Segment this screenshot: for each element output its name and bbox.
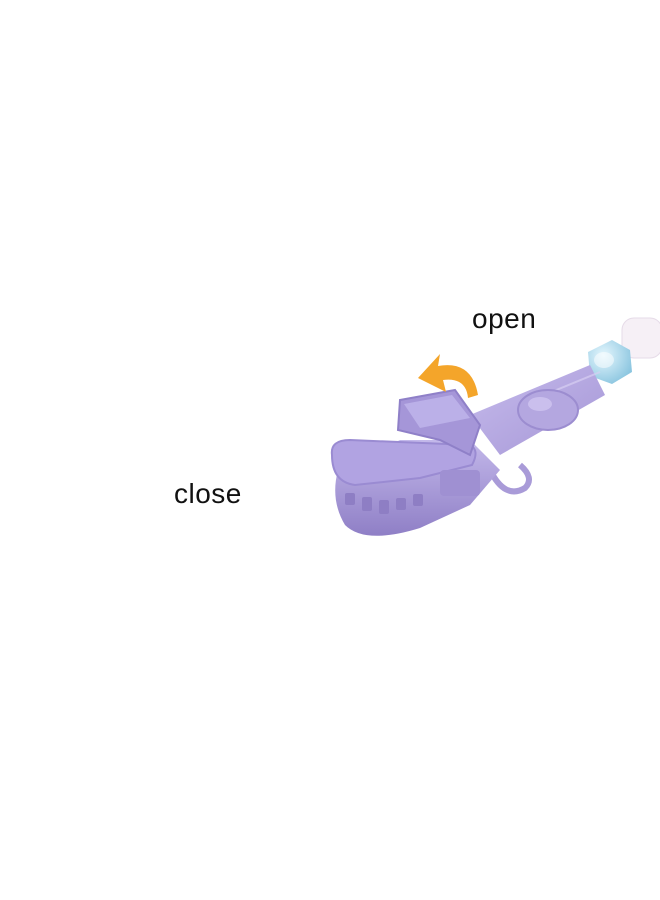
- open-clip: [330, 317, 660, 536]
- snap-button-open: [517, 389, 579, 431]
- bead-chain-right: [588, 317, 660, 384]
- close-label: close: [174, 478, 242, 509]
- open-label: open: [472, 303, 537, 334]
- clip-teeth: [345, 493, 423, 514]
- clip-lever-open: [330, 438, 477, 487]
- curved-arrow-up-left-icon: [418, 354, 478, 398]
